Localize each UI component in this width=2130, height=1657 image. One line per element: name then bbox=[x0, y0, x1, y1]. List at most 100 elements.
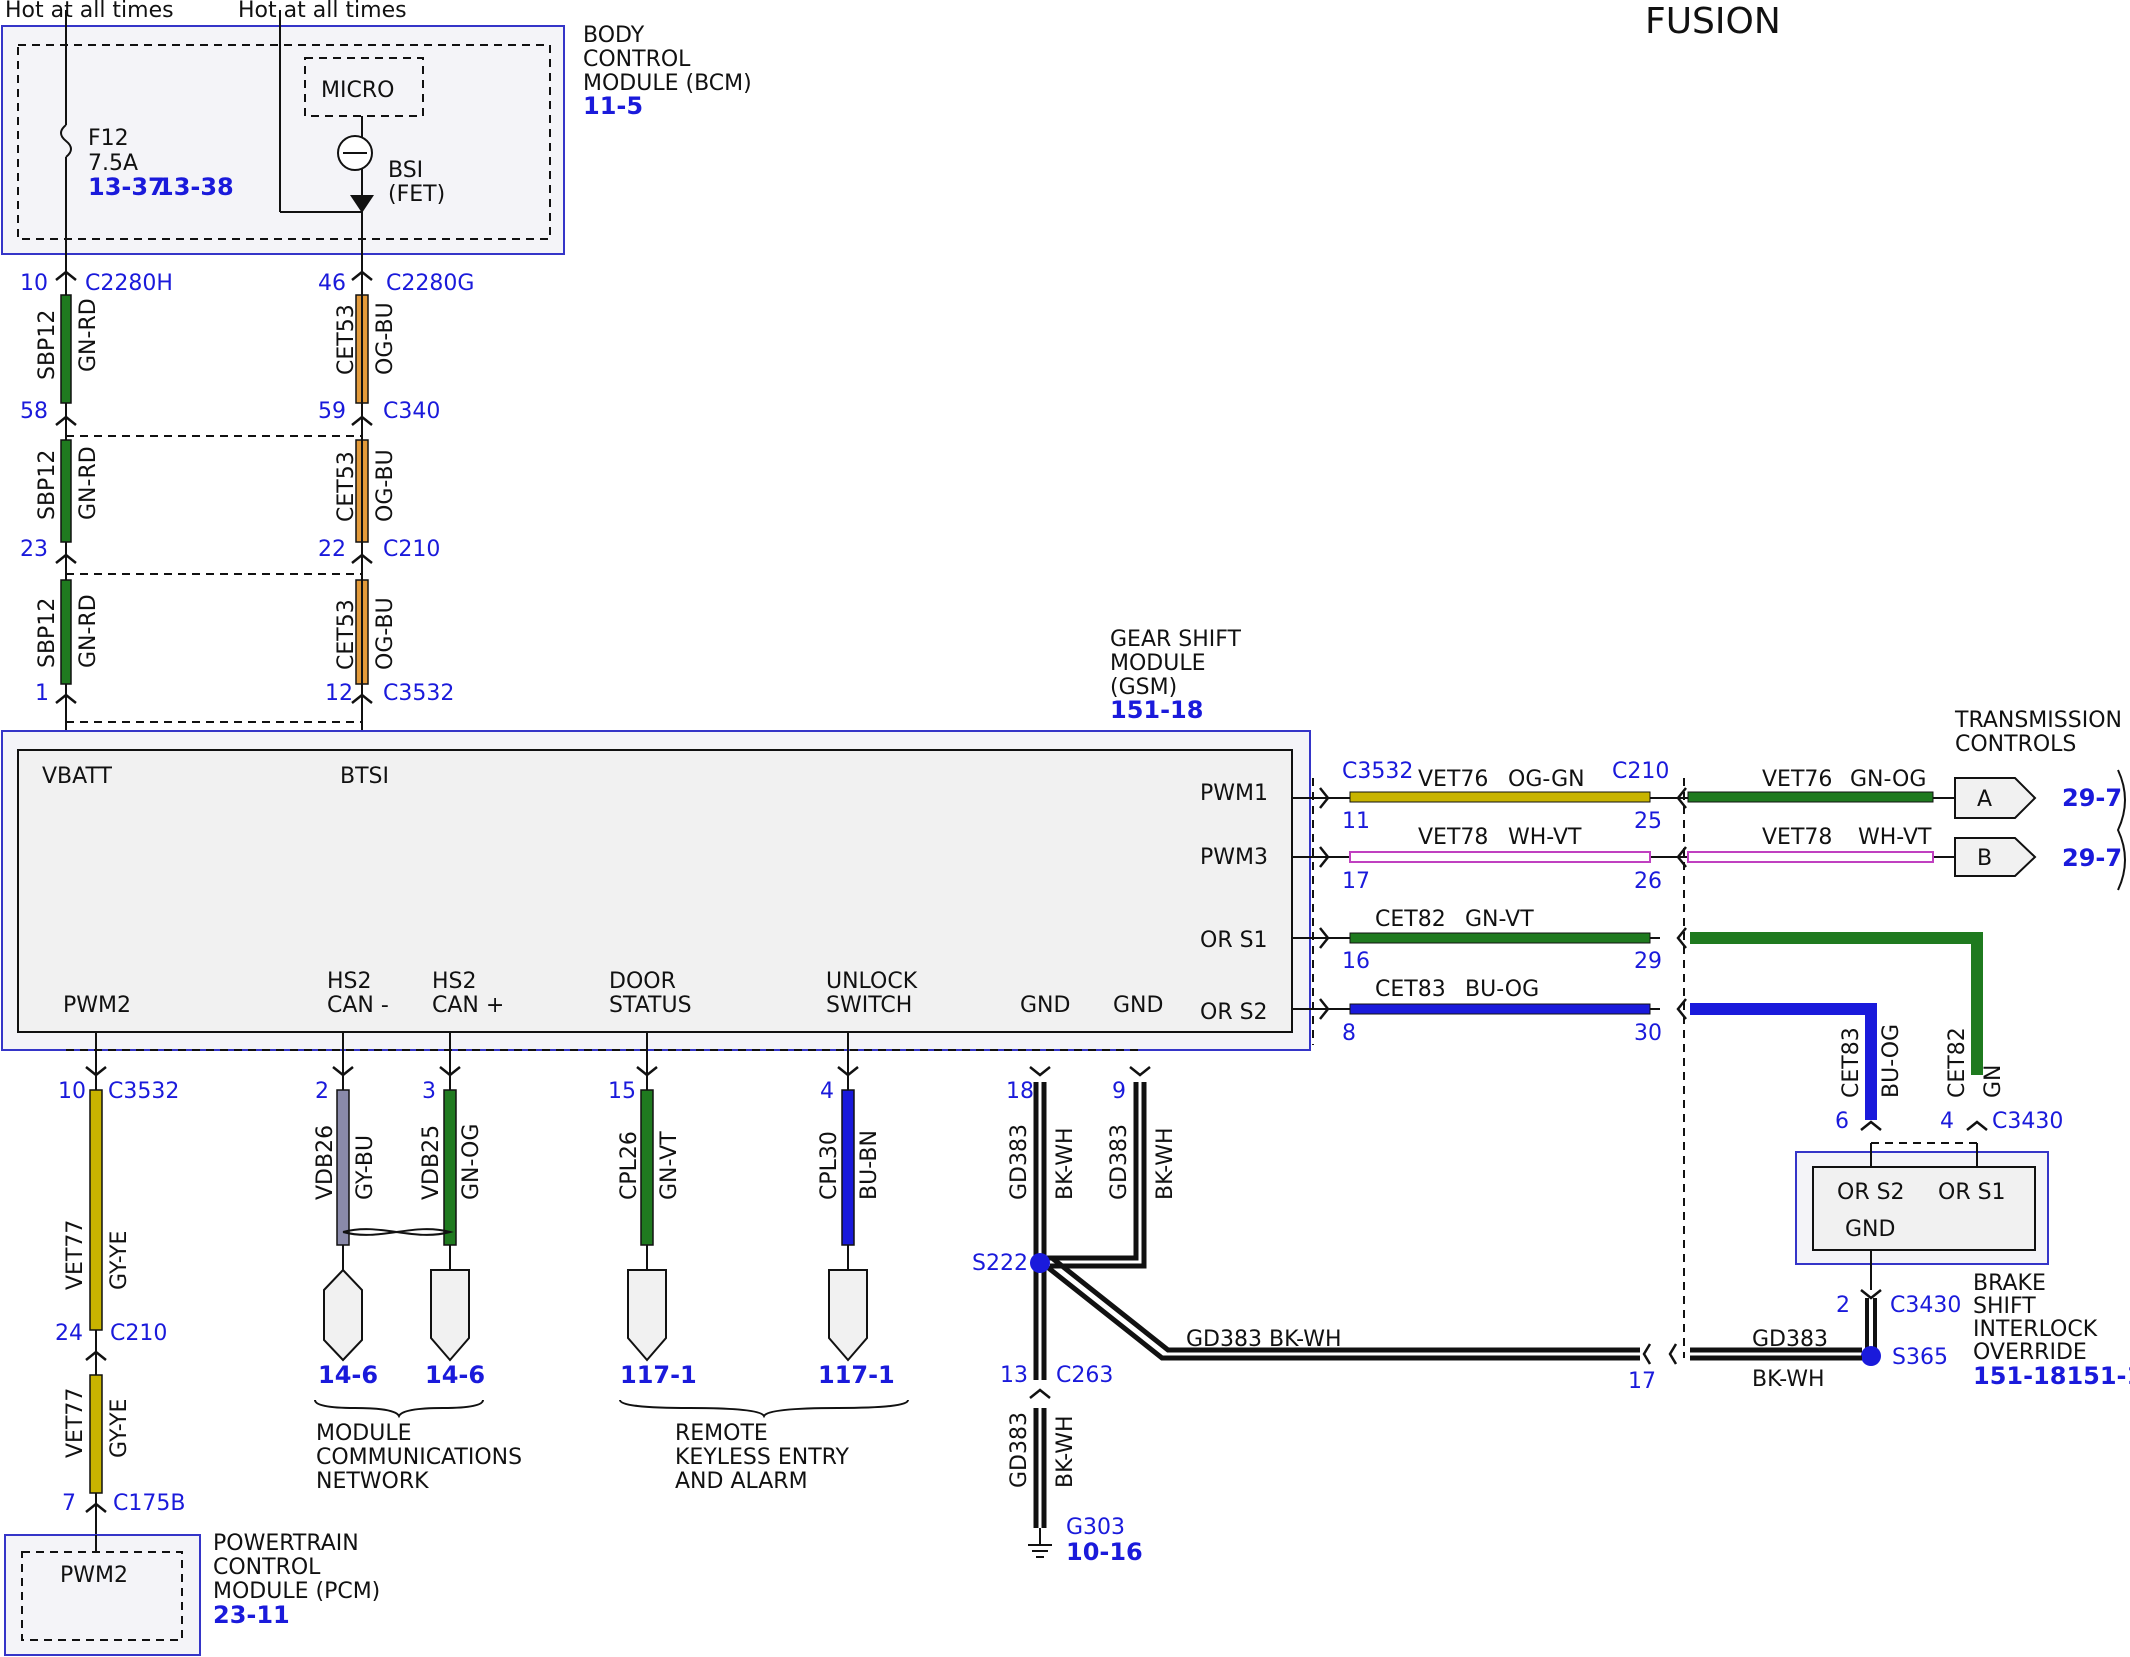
wire-ogbu-2: OG-BU bbox=[373, 449, 398, 522]
gsm-label-1: GEAR SHIFT bbox=[1110, 627, 1242, 652]
gsm-ref[interactable]: 151-18 bbox=[1110, 696, 1203, 724]
bsio-label-3: INTERLOCK bbox=[1973, 1317, 2098, 1342]
pin-hs2-b: HS2 bbox=[432, 969, 477, 994]
hot-label-2: Hot at all times bbox=[238, 0, 407, 23]
bcm-label-2: CONTROL bbox=[583, 47, 691, 72]
pin-vbatt: VBATT bbox=[42, 764, 113, 789]
wire-vet77-b: VET77 bbox=[63, 1388, 88, 1458]
mcn-label-2: COMMUNICATIONS bbox=[316, 1445, 522, 1470]
connector-pointers bbox=[323, 1268, 868, 1362]
wire-cet82-a: CET82 bbox=[1375, 907, 1446, 932]
pin-46: 46 bbox=[318, 271, 346, 296]
pin-25: 25 bbox=[1634, 809, 1662, 834]
wire-bubn: BU-BN bbox=[857, 1130, 882, 1200]
pcm-label-2: CONTROL bbox=[213, 1555, 321, 1580]
wire-gd383-s365: GD383 bbox=[1752, 1327, 1828, 1352]
pin-can-plus: CAN + bbox=[432, 993, 504, 1018]
pcm-ref[interactable]: 23-11 bbox=[213, 1601, 290, 1629]
pin-7: 7 bbox=[62, 1491, 76, 1516]
wire-gnrd-2: GN-RD bbox=[76, 446, 101, 520]
trans-connector-a[interactable] bbox=[1954, 777, 2037, 819]
conn-c263: C263 bbox=[1056, 1363, 1113, 1388]
bsi-label-2: (FET) bbox=[388, 182, 445, 207]
trans-ref-2[interactable]: 29-7 bbox=[2062, 844, 2122, 872]
pin-17: 17 bbox=[1342, 869, 1370, 894]
pin-3: 3 bbox=[422, 1079, 436, 1104]
ref-117-1-b[interactable]: 117-1 bbox=[818, 1361, 895, 1389]
trans-b: B bbox=[1977, 846, 1992, 871]
wire-whvt-a: WH-VT bbox=[1508, 825, 1582, 850]
mcn-label-3: NETWORK bbox=[316, 1469, 429, 1494]
wire-buog-b: BU-OG bbox=[1879, 1024, 1904, 1098]
trans-ref-1[interactable]: 29-7 bbox=[2062, 784, 2122, 812]
wire-gyye-b: GY-YE bbox=[107, 1399, 132, 1458]
bsio-ors2: OR S2 bbox=[1837, 1180, 1905, 1205]
hot-label-1: Hot at all times bbox=[5, 0, 174, 23]
pin-2: 2 bbox=[315, 1079, 329, 1104]
pcm-inner bbox=[21, 1551, 183, 1641]
splice-s365[interactable] bbox=[1861, 1346, 1881, 1366]
fuse-icon bbox=[60, 124, 72, 158]
ref-117-1-a[interactable]: 117-1 bbox=[620, 1361, 697, 1389]
rke-label-2: KEYLESS ENTRY bbox=[675, 1445, 850, 1470]
conn-c3532-a: C3532 bbox=[383, 681, 454, 706]
gsm-label-2: MODULE bbox=[1110, 651, 1206, 676]
wire-cpl26: CPL26 bbox=[617, 1131, 642, 1200]
bcm-ref[interactable]: 11-5 bbox=[583, 92, 643, 120]
wire-vdb25: VDB25 bbox=[419, 1125, 444, 1200]
pin-15: 15 bbox=[608, 1079, 636, 1104]
conn-c340: C340 bbox=[383, 399, 440, 424]
fuse-ref-2[interactable]: 13-38 bbox=[157, 173, 234, 201]
ground-ref[interactable]: 10-16 bbox=[1066, 1538, 1143, 1566]
trans-label-2: CONTROLS bbox=[1955, 732, 2076, 757]
pin-ors1: OR S1 bbox=[1200, 928, 1268, 953]
fuse-ref-1[interactable]: 13-37 bbox=[88, 173, 165, 201]
right-harness bbox=[1292, 778, 1983, 1358]
pin-gnd-2: GND bbox=[1113, 993, 1163, 1018]
pin-29: 29 bbox=[1634, 949, 1662, 974]
wire-buog-a: BU-OG bbox=[1465, 977, 1539, 1002]
conn-c210-c: C210 bbox=[110, 1321, 167, 1346]
wire-gn: GN bbox=[1981, 1064, 2006, 1098]
wire-cpl30: CPL30 bbox=[817, 1131, 842, 1200]
diode-icon bbox=[350, 195, 374, 213]
sbp12-harness bbox=[60, 270, 369, 735]
wire-vet77-a: VET77 bbox=[63, 1220, 88, 1290]
pin-pwm3: PWM3 bbox=[1200, 845, 1268, 870]
wire-sbp12-2: SBP12 bbox=[35, 450, 60, 520]
wire-bkwh-2: BK-WH bbox=[1153, 1127, 1178, 1200]
wire-gd383-2: GD383 bbox=[1107, 1124, 1132, 1200]
pin-door-2: STATUS bbox=[609, 993, 692, 1018]
wire-bkwh-1: BK-WH bbox=[1053, 1127, 1078, 1200]
bottom-harness bbox=[89, 1032, 855, 1538]
pin-10b: 10 bbox=[58, 1079, 86, 1104]
splice-s222[interactable] bbox=[1030, 1253, 1050, 1273]
pin-4: 4 bbox=[820, 1079, 834, 1104]
page-title: FUSION bbox=[1645, 1, 1781, 42]
conn-c3532-b: C3532 bbox=[1342, 759, 1413, 784]
ref-14-6-a[interactable]: 14-6 bbox=[318, 1361, 378, 1389]
wire-sbp12-3: SBP12 bbox=[35, 598, 60, 668]
gsm-label-3: (GSM) bbox=[1110, 675, 1177, 700]
rke-label-3: AND ALARM bbox=[675, 1469, 808, 1494]
splice-s222-label: S222 bbox=[972, 1251, 1028, 1276]
splice-s365-label: S365 bbox=[1892, 1345, 1948, 1370]
wire-gdbk: GD383 BK-WH bbox=[1186, 1327, 1342, 1352]
wire-whvt-b: WH-VT bbox=[1858, 825, 1932, 850]
pin-btsi: BTSI bbox=[340, 764, 389, 789]
pin-16: 16 bbox=[1342, 949, 1370, 974]
bsio-module bbox=[1812, 1166, 2036, 1251]
bsio-label-1: BRAKE bbox=[1973, 1271, 2046, 1296]
bsi-label-1: BSI bbox=[388, 158, 423, 183]
wire-vet76-b: VET76 bbox=[1762, 767, 1832, 792]
mcn-label-1: MODULE bbox=[316, 1421, 412, 1446]
pin-pwm1: PWM1 bbox=[1200, 781, 1268, 806]
wire-gnog2: GN-OG bbox=[459, 1124, 484, 1200]
pin-13: 13 bbox=[1000, 1363, 1028, 1388]
trans-connector-b[interactable] bbox=[1954, 837, 2037, 877]
wire-cet53-2: CET53 bbox=[334, 451, 359, 522]
ref-14-6-b[interactable]: 14-6 bbox=[425, 1361, 485, 1389]
pin-door-1: DOOR bbox=[609, 969, 676, 994]
bsio-ref[interactable]: 151-18151-19 bbox=[1973, 1362, 2130, 1390]
pin-17b: 17 bbox=[1628, 1369, 1656, 1394]
